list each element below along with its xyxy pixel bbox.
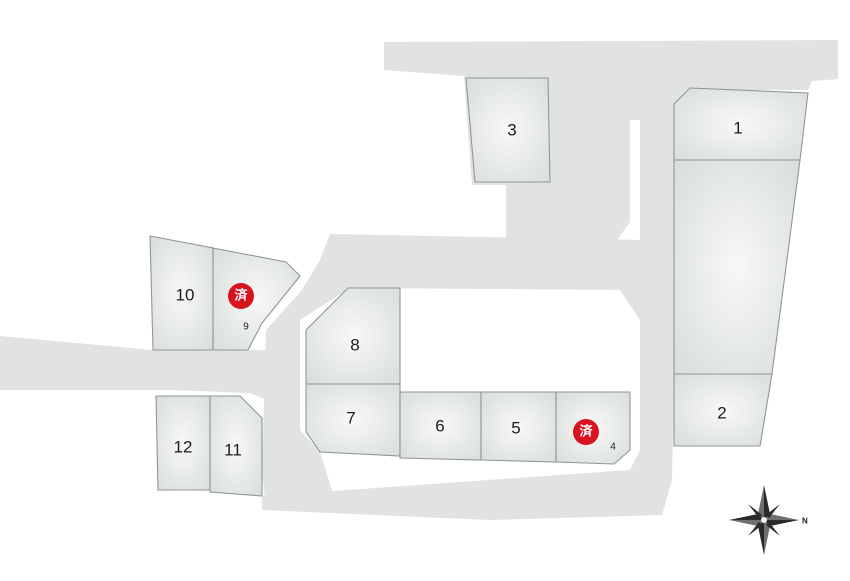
- lot-label-1: 1: [733, 119, 742, 138]
- compass-north-label: N: [802, 517, 808, 526]
- lot-3[interactable]: [465, 77, 551, 183]
- lot-labels: 1 2 3 4 5 6 7 8 9 10 11 12: [174, 119, 743, 460]
- lot-label-10: 10: [176, 286, 195, 305]
- lot-label-11: 11: [224, 441, 242, 460]
- sold-badge-lot-4: 済: [573, 419, 599, 445]
- road-center: [262, 234, 640, 500]
- sold-mark-4: 済: [579, 424, 593, 440]
- lot-label-2: 2: [717, 404, 726, 423]
- lot-11[interactable]: [209, 395, 263, 497]
- lot-label-7: 7: [346, 409, 355, 428]
- lots: [149, 77, 809, 497]
- lot-label-6: 6: [435, 417, 444, 436]
- lot-2[interactable]: [673, 373, 773, 447]
- lot-label-9: 9: [243, 322, 249, 333]
- compass-rose-icon: N: [729, 485, 808, 555]
- sold-badge-lot-9: 済: [228, 283, 254, 309]
- lot-7[interactable]: [305, 383, 401, 457]
- lot-label-8: 8: [350, 336, 359, 355]
- lot-label-3: 3: [507, 121, 516, 140]
- lot-1-extension[interactable]: [673, 159, 801, 375]
- lot-9[interactable]: [212, 247, 301, 351]
- road-east-main: [262, 78, 700, 520]
- lot-label-12: 12: [174, 438, 193, 457]
- lot-label-4: 4: [610, 442, 616, 453]
- lot-label-5: 5: [511, 419, 520, 438]
- sold-mark-9: 済: [234, 288, 248, 304]
- road-west: [0, 322, 300, 398]
